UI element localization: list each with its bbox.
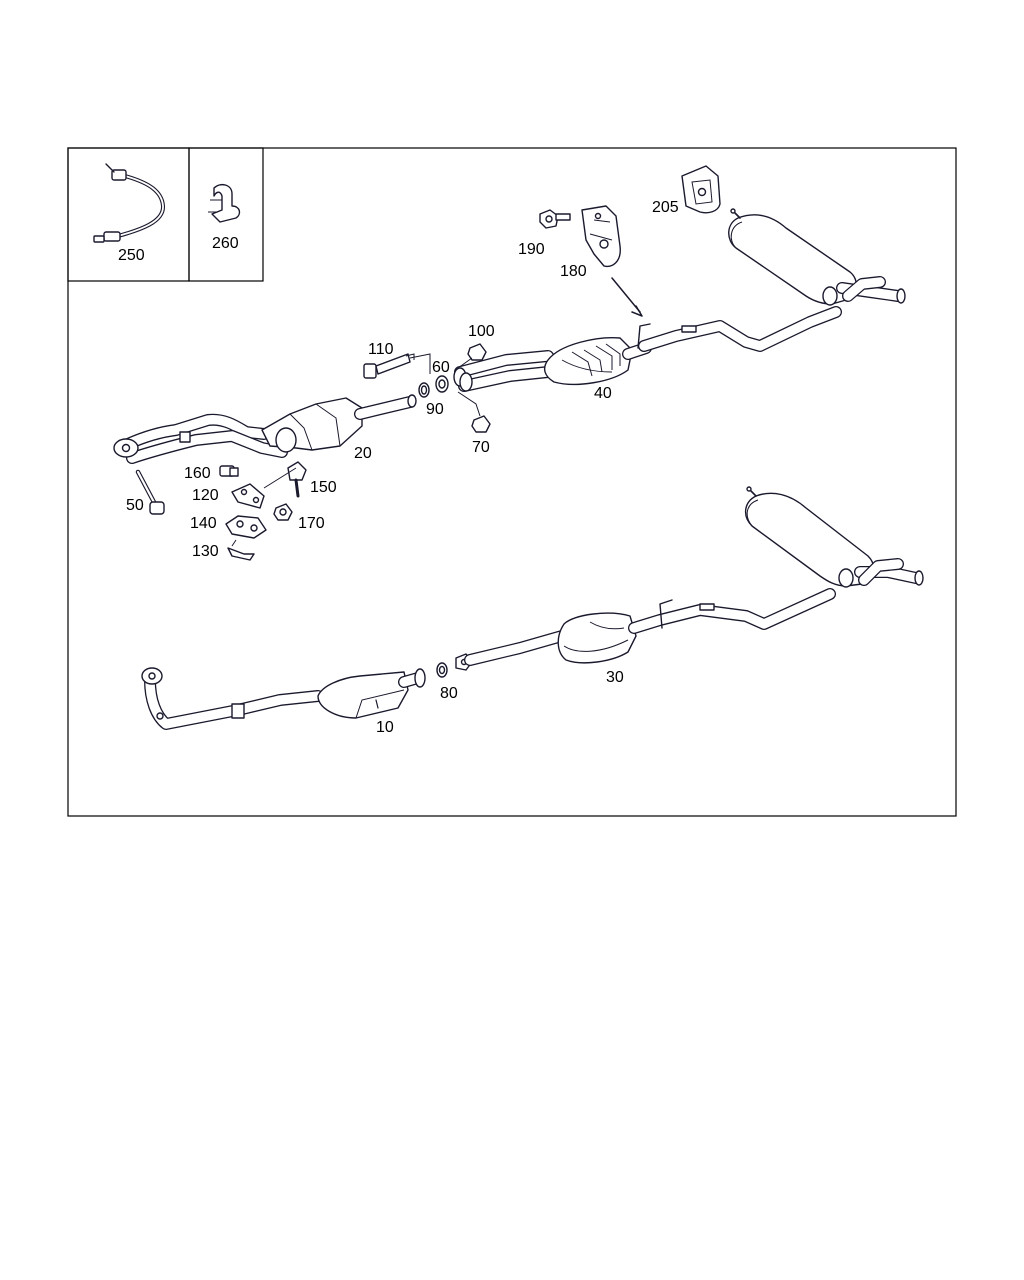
- part-label-130: 130: [192, 543, 219, 560]
- part-label-190: 190: [518, 241, 545, 258]
- bolt-50[interactable]: [135, 469, 165, 515]
- part-label-120: 120: [192, 487, 219, 504]
- leader-110: [409, 353, 431, 374]
- part-label-80: 80: [440, 685, 458, 702]
- nut-70[interactable]: [471, 415, 491, 433]
- screw-150[interactable]: [287, 461, 307, 498]
- part-label-140: 140: [190, 515, 217, 532]
- part-label-70: 70: [472, 439, 490, 456]
- part-label-60: 60: [432, 359, 450, 376]
- part-label-110: 110: [368, 341, 394, 358]
- oxygen-sensor-part[interactable]: [93, 163, 165, 243]
- nut-170[interactable]: [273, 503, 293, 521]
- part-label-260: 260: [212, 235, 239, 252]
- part-label-180: 180: [560, 263, 587, 280]
- leader-150: [263, 467, 297, 489]
- part-label-160: 160: [184, 465, 211, 482]
- part-label-250: 250: [118, 247, 145, 264]
- diagram-frame: [67, 147, 957, 817]
- part-label-20: 20: [354, 445, 372, 462]
- part-label-90: 90: [426, 401, 444, 418]
- center-muffler-40[interactable]: [453, 337, 652, 392]
- center-muffler-30[interactable]: [455, 588, 836, 671]
- clip-part[interactable]: [208, 183, 241, 223]
- nut-100[interactable]: [467, 343, 487, 361]
- catalytic-converter-20[interactable]: [261, 394, 417, 453]
- leader-70: [457, 391, 481, 417]
- inset-frame-260: [188, 147, 264, 282]
- bolt-110[interactable]: [363, 353, 415, 379]
- part-label-30: 30: [606, 669, 624, 686]
- screw-190[interactable]: [539, 209, 571, 229]
- hanger-bracket-180[interactable]: [581, 205, 621, 268]
- part-label-10: 10: [376, 719, 394, 736]
- clamp-130[interactable]: [227, 539, 255, 561]
- catalytic-converter-10[interactable]: [317, 668, 426, 719]
- part-label-205: 205: [652, 199, 679, 216]
- part-label-50: 50: [126, 497, 144, 514]
- part-label-100: 100: [468, 323, 495, 340]
- gasket-80[interactable]: [436, 662, 448, 678]
- upper-front-pipe[interactable]: [113, 413, 288, 464]
- rubber-mount-205[interactable]: [681, 165, 721, 214]
- bracket-120[interactable]: [231, 483, 265, 509]
- part-label-40: 40: [594, 385, 612, 402]
- gasket-90[interactable]: [418, 382, 430, 398]
- part-label-150: 150: [310, 479, 337, 496]
- gasket-60[interactable]: [435, 375, 449, 393]
- rear-muffler-lower[interactable]: [745, 486, 924, 588]
- upper-rear-pipe[interactable]: [637, 306, 842, 352]
- lower-front-pipe[interactable]: [141, 667, 324, 730]
- part-label-170: 170: [298, 515, 325, 532]
- bracket-140[interactable]: [225, 515, 267, 539]
- nut-160[interactable]: [219, 465, 239, 477]
- rear-muffler-upper[interactable]: [728, 208, 906, 306]
